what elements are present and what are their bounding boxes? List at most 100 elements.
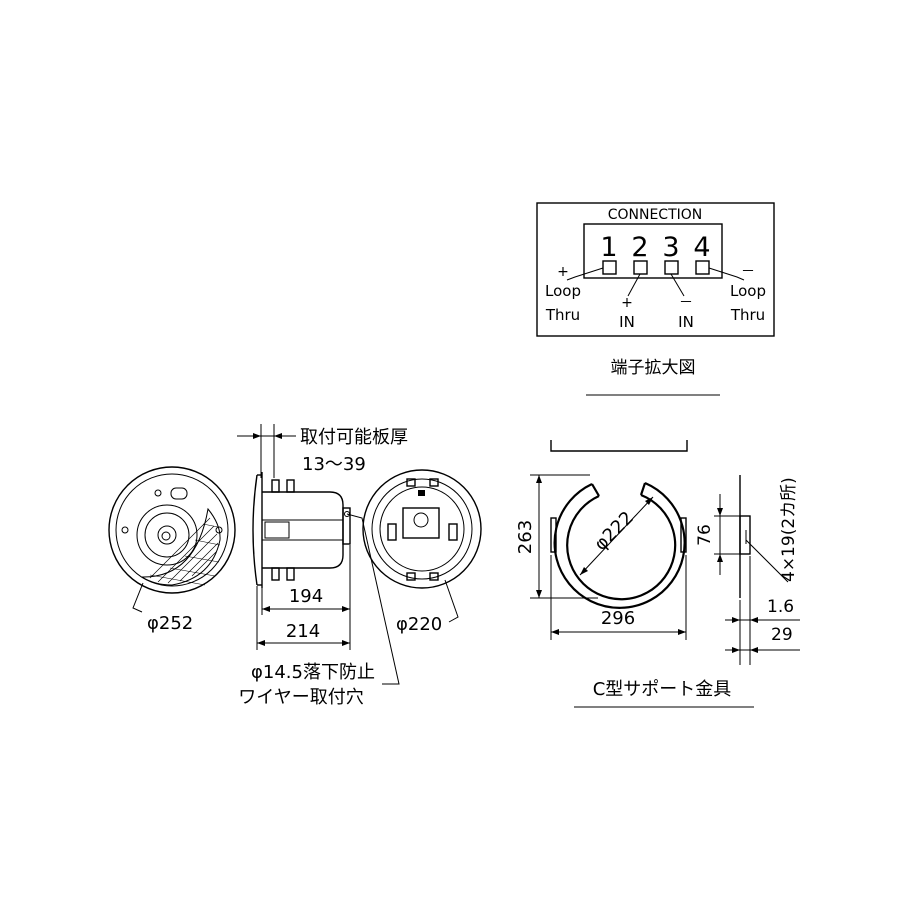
in-plus-label: IN [619,313,635,331]
plate-thickness-range: 13～39 [302,454,366,475]
bracket-tab-right [680,517,687,553]
dim-phi220: φ220 [396,614,442,635]
arrow-29-left [732,647,740,653]
dim-263: 263 [515,520,536,554]
in-plus-sign: + [621,295,633,311]
wire-hole-line2: ワイヤー取付穴 [238,687,363,708]
terminal-2 [633,260,648,275]
front-woofer-inner [144,512,190,558]
back-enclosure [379,486,465,572]
back-inner-ring [371,478,473,580]
arrow-194-right [342,606,350,612]
bracket-end-left [591,483,600,497]
back-clamp-top-2 [429,478,439,487]
back-clamp-left [387,523,397,541]
loop-plus-sign: + [557,264,569,280]
leader-loop-minus [708,267,745,281]
bracket-inner-arc [566,493,677,601]
back-terminal-knob-icon [413,512,429,528]
back-label-mark [418,490,425,496]
loop-minus-sign: － [741,264,755,280]
dim-214: 214 [286,621,320,642]
arrow-214-left [257,640,265,646]
connection-diagram: CONNECTION 1 2 3 4 + Loop Thru + IN － IN… [536,202,775,396]
arrow-29-right [750,647,758,653]
arrow-1-6-right [750,617,758,623]
plate-arrow-right [274,433,282,439]
bracket-tab-left [550,517,557,553]
dim-1-6: 1.6 [767,597,794,617]
leader-phi252 [132,582,144,613]
wire-hole-line1: φ14.5落下防止 [251,662,375,683]
connection-frame [536,202,775,337]
leader-wire-hole [346,513,400,685]
dim-holes: 4×19(2カ所) [779,477,799,582]
back-outer-rim [362,469,482,589]
side-bezel [252,474,258,586]
arrow-76-bottom [717,554,723,562]
front-inner-rim [115,473,229,587]
speaker-front-view: φ252 [108,466,236,634]
front-tweeter [157,525,177,545]
in-minus-sign: － [679,295,693,311]
front-woofer-outer [136,504,198,566]
terminal-block [583,223,723,279]
back-terminal-plate [402,507,440,539]
side-back-terminal [342,507,351,545]
terminal-1 [602,260,617,275]
side-clamp-top-1 [271,479,280,493]
loop-right-label: Loop [730,282,766,300]
arrow-76-top [717,508,723,516]
dim-line-phi222 [579,496,654,576]
back-clamp-top-1 [406,478,416,487]
terminal-number-1: 1 [600,232,617,263]
front-grille-mesh [140,507,221,586]
leader-in-plus [627,273,641,297]
dim-296: 296 [601,608,635,629]
terminal-number-4: 4 [693,232,710,263]
connection-title: CONNECTION [608,207,703,223]
dim-76: 76 [695,524,715,546]
bracket-outer-arc [553,481,686,609]
bracket-side-tab [739,515,751,555]
front-screw-icon [154,489,162,497]
leader-in-minus [670,273,685,297]
arrow-phi222-b [645,497,653,505]
wire-hole-icon [344,511,350,517]
front-screw-right-icon [215,526,223,534]
side-clamp-top-2 [286,479,295,493]
plate-arrow-left [253,433,261,439]
front-outer-rim [108,466,236,594]
front-tweeter-center [161,531,171,541]
side-clamp-bottom-1 [271,567,280,581]
in-minus-label: IN [678,313,694,331]
side-terminal-box [264,521,290,539]
terminal-4 [695,260,710,275]
leader-holes [745,539,789,583]
dim-phi222: φ222 [590,507,638,555]
front-screw-left-icon [121,526,129,534]
arrow-phi222-a [580,567,588,575]
bracket-caption: C型サポート金具 [593,679,732,700]
back-clamp-bottom-1 [406,572,416,581]
dim-29: 29 [771,625,793,645]
arrow-263-bottom [536,590,542,598]
bracket-end-right [639,482,647,496]
arrow-1-6-left [732,617,740,623]
arrow-263-top [536,475,542,483]
arrow-194-left [262,606,270,612]
leader-loop-plus [566,267,604,281]
connection-caption: 端子拡大図 [611,358,696,378]
arrow-214-right [342,640,350,646]
speaker-back-view: φ220 [362,469,482,635]
thru-left-label: Thru [545,306,580,324]
arrow-296-right [678,629,686,635]
plate-thickness-label: 取付可能板厚 [300,427,408,448]
c-bracket-view: φ222 263 296 C型サポート金具 [515,440,754,708]
bracket-side-view: 76 4×19(2カ所) 1.6 29 [695,475,800,665]
bracket-top-view [550,440,688,452]
front-logo-badge [170,487,188,500]
side-enclosure [262,491,344,569]
leader-phi220 [444,579,459,623]
